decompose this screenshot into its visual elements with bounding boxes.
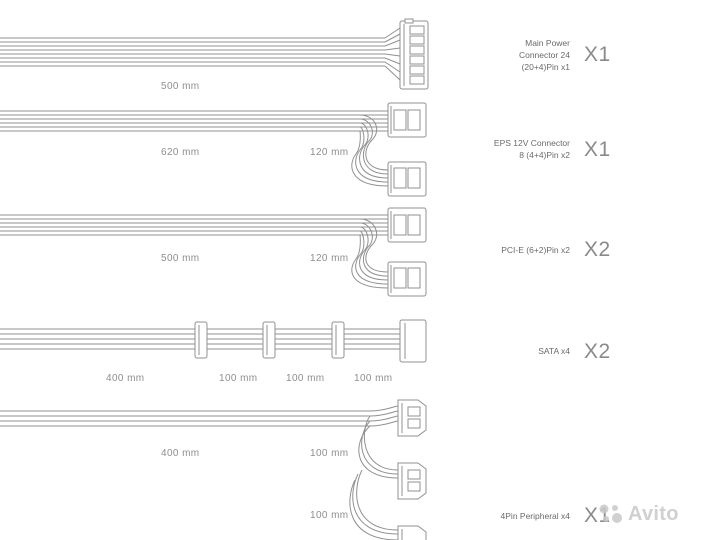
eps-cable-bundle — [0, 110, 389, 187]
length-label-pcie-split: 120 mm — [310, 253, 349, 264]
sata-connector-3 — [331, 321, 345, 359]
length-label-sata-gap-2: 100 mm — [286, 373, 325, 384]
avito-watermark: Avito — [598, 500, 679, 528]
pcie-connector-top — [387, 207, 427, 243]
qty-main-power: X1 — [584, 43, 611, 66]
qty-sata: X2 — [584, 340, 611, 363]
pcie-cable-bundle — [0, 214, 389, 289]
desc-sata: SATA x4 — [440, 345, 570, 357]
avito-logo-icon — [599, 504, 622, 523]
molex-connector-3 — [397, 525, 427, 540]
main-power-connector — [399, 18, 429, 90]
eps-connector-top — [387, 102, 427, 138]
length-label-sata-gap-1: 100 mm — [219, 373, 258, 384]
length-label-main-cable: 500 mm — [161, 81, 200, 92]
sata-connector-1 — [194, 321, 208, 359]
desc-line: PCI-E (6+2)Pin x2 — [501, 245, 570, 255]
main-power-cable-bundle — [0, 27, 401, 81]
sata-connector-2 — [262, 321, 276, 359]
desc-main-power: Main Power Connector 24 (20+4)Pin x1 — [440, 37, 570, 73]
desc-line: EPS 12V Connector — [493, 138, 570, 148]
length-label-molex-split-1: 100 mm — [310, 448, 349, 459]
qty-eps: X1 — [584, 138, 611, 161]
desc-molex: 4Pin Peripheral x4 — [440, 510, 570, 522]
desc-line: 4Pin Peripheral x4 — [500, 511, 570, 521]
length-label-molex-split-2: 100 mm — [310, 510, 349, 521]
desc-eps: EPS 12V Connector 8 (4+4)Pin x2 — [440, 137, 570, 161]
length-label-eps-split: 120 mm — [310, 147, 349, 158]
desc-line: SATA x4 — [538, 346, 570, 356]
avito-wordmark: Avito — [628, 502, 679, 525]
length-label-sata-gap-3: 100 mm — [354, 373, 393, 384]
desc-line: (20+4)Pin x1 — [521, 62, 570, 72]
molex-cable-bundle — [0, 405, 399, 540]
length-label-molex-cable: 400 mm — [161, 448, 200, 459]
sata-connector-4 — [399, 319, 427, 363]
length-label-sata-cable: 400 mm — [106, 373, 145, 384]
qty-pcie: X2 — [584, 238, 611, 261]
molex-connector-1 — [397, 399, 427, 437]
eps-connector-bottom — [387, 161, 427, 197]
pcie-connector-bottom — [387, 261, 427, 297]
desc-line: Connector 24 — [518, 50, 570, 60]
length-label-eps-cable: 620 mm — [161, 147, 200, 158]
desc-pcie: PCI-E (6+2)Pin x2 — [440, 244, 570, 256]
desc-line: 8 (4+4)Pin x2 — [519, 150, 570, 160]
molex-connector-2 — [397, 462, 427, 500]
length-label-pcie-cable: 500 mm — [161, 253, 200, 264]
desc-line: Main Power — [525, 38, 570, 48]
